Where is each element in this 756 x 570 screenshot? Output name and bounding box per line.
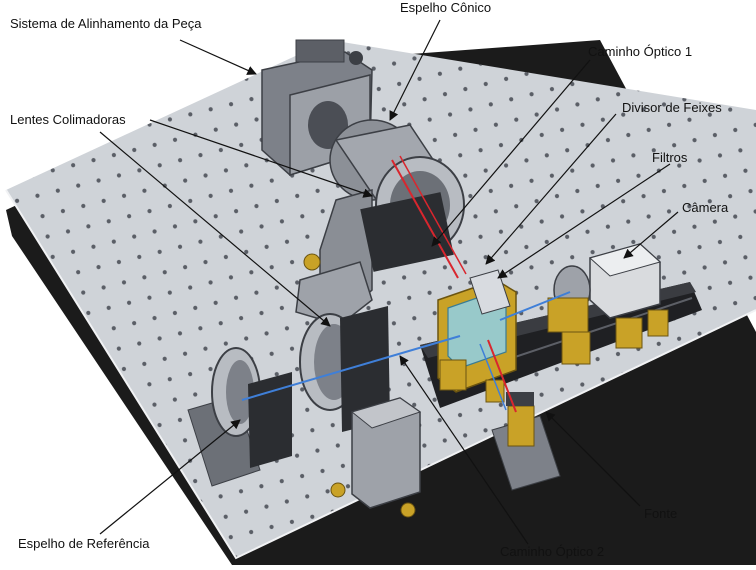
label-camera: Câmera: [682, 200, 728, 215]
carrier-2: [616, 318, 642, 348]
label-caminho1: Caminho Óptico 1: [588, 44, 692, 59]
carrier-3: [648, 310, 668, 336]
brass-knob-lower: [331, 483, 345, 497]
label-espelho-conico: Espelho Cônico: [400, 0, 491, 15]
label-caminho2: Caminho Óptico 2: [500, 544, 604, 559]
brass-knob-lower-2: [401, 503, 415, 517]
label-lentes: Lentes Colimadoras: [10, 112, 126, 127]
leader-sistema: [180, 40, 256, 74]
carrier-1: [562, 332, 590, 364]
brass-knob-left: [304, 254, 320, 270]
label-sistema: Sistema de Alinhamento da Peça: [10, 16, 202, 31]
label-divisor: Divisor de Feixes: [622, 100, 722, 115]
camera-mount: [548, 298, 588, 332]
label-espelho-ref: Espelho de Referência: [18, 536, 150, 551]
label-fonte: Fonte: [644, 506, 677, 521]
carrier-4: [440, 360, 466, 390]
alignment-screw: [349, 51, 363, 65]
alignment-knob: [296, 40, 344, 62]
source-body: [508, 406, 534, 446]
label-filtros: Filtros: [652, 150, 687, 165]
